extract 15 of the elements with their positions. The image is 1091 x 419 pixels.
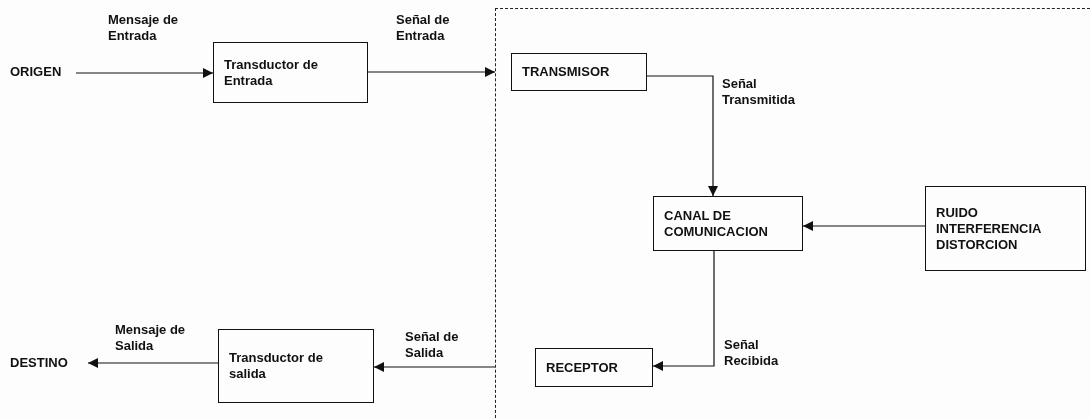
terminal-label: DESTINO — [10, 353, 88, 373]
arrow — [87, 358, 219, 368]
arrow — [75, 68, 214, 78]
process-box: RUIDO INTERFERENCIA DISTORCION — [925, 186, 1086, 271]
process-box: RECEPTOR — [535, 348, 653, 387]
process-box: Transductor de Entrada — [213, 42, 368, 103]
arrow — [367, 67, 496, 77]
process-box: Transductor de salida — [218, 329, 374, 403]
arrow — [646, 75, 718, 197]
arrow — [373, 362, 496, 372]
process-box: TRANSMISOR — [511, 53, 647, 91]
arrow — [652, 250, 715, 371]
arrow — [802, 221, 926, 231]
terminal-label: ORIGEN — [10, 62, 76, 82]
process-box: CANAL DE COMUNICACION — [653, 196, 803, 251]
